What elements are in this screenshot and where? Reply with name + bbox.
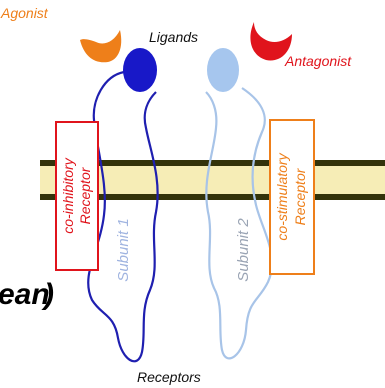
coinhibitory-receptor: co-inhibitory Receptor — [56, 122, 98, 270]
costimulatory-label-line2: Receptor — [292, 167, 308, 225]
agonist-label: Agonist — [0, 5, 49, 21]
subunit-1-label: Subunit 1 — [115, 218, 132, 281]
subunit-2-label: Subunit 2 — [235, 218, 252, 282]
subunit-1-head — [123, 48, 157, 92]
ligands-label: Ligands — [149, 29, 198, 45]
coinhibitory-label-line1: co-inhibitory — [60, 157, 76, 233]
antagonist-label: Antagonist — [284, 53, 352, 69]
costimulatory-label-line1: co-stimulatory — [274, 152, 290, 240]
cropped-text-fragment: ean — [0, 278, 50, 311]
receptors-label: Receptors — [137, 369, 201, 385]
agonist-icon — [80, 30, 121, 62]
coinhibitory-label-line2: Receptor — [77, 166, 93, 224]
costimulatory-receptor: co-stimulatory Receptor — [270, 120, 314, 274]
subunit-2-head — [207, 48, 239, 92]
